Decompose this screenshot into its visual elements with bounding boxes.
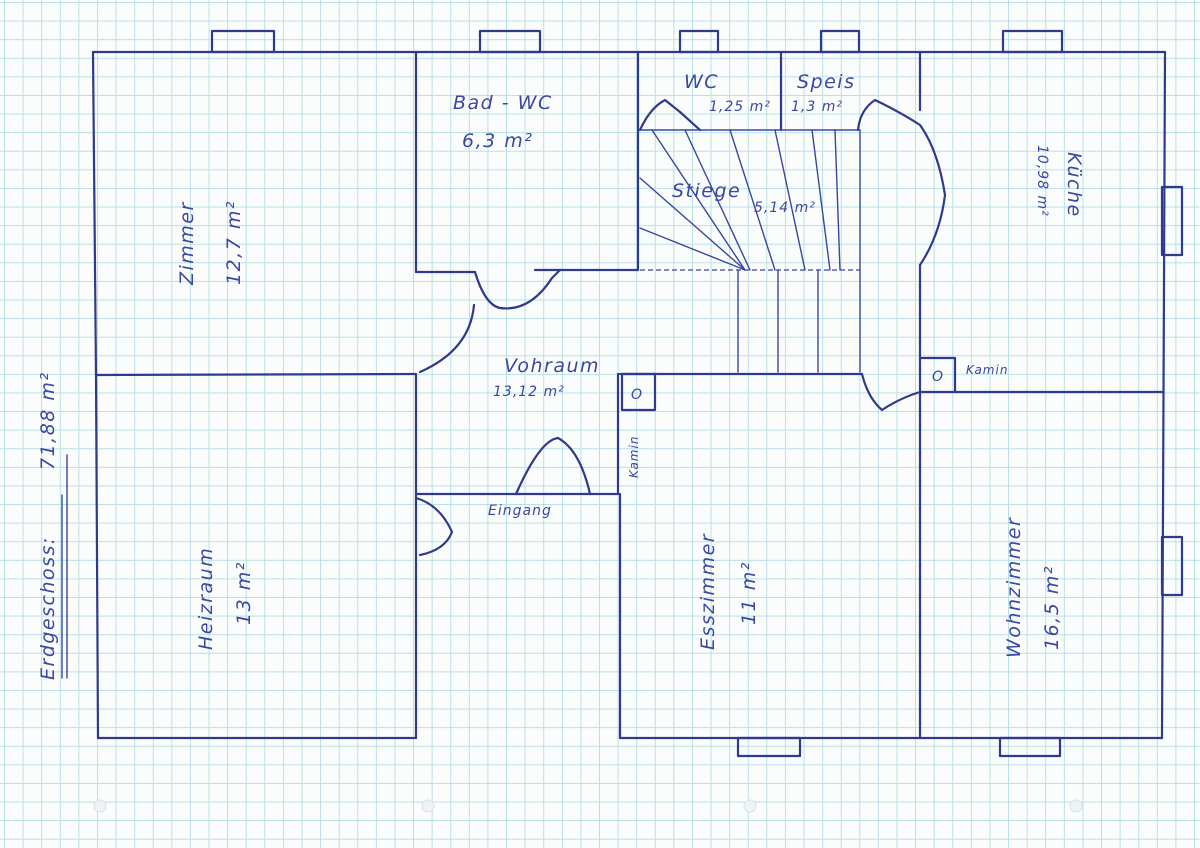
room-heizraum: Heizraum 13 m² (195, 547, 255, 650)
room-zimmer-name: Zimmer (176, 201, 198, 286)
room-kueche-area: 10,98 m² (1034, 145, 1050, 217)
room-speis-name: Speis (797, 71, 856, 93)
room-esszimmer-name: Esszimmer (697, 533, 719, 650)
room-speis-area: 1,3 m² (791, 99, 843, 115)
windows (210, 29, 1184, 758)
chimney-right: O (918, 356, 957, 394)
room-esszimmer: Esszimmer 11 m² (697, 533, 760, 650)
room-wohnzimmer-area: 16,5 m² (1041, 565, 1063, 650)
room-kueche-name: Küche (1063, 152, 1085, 218)
floor-title-text: Erdgeschoss: (37, 536, 59, 680)
svg-text:O: O (932, 369, 944, 385)
room-zimmer: Zimmer 12,7 m² (176, 200, 245, 286)
room-bad-wc: Bad - WC 6,3 m² (453, 92, 553, 152)
room-zimmer-area: 12,7 m² (223, 200, 245, 285)
room-heizraum-area: 13 m² (233, 561, 255, 625)
interior-walls (94, 50, 1164, 740)
svg-text:O: O (631, 387, 643, 403)
room-wohnzimmer-name: Wohnzimmer (1003, 517, 1025, 658)
chimney-left: O (620, 372, 657, 412)
room-esszimmer-area: 11 m² (738, 561, 760, 625)
room-bad-wc-area: 6,3 m² (462, 130, 533, 152)
room-wc-name: WC (684, 71, 719, 93)
label-kamin-right: Kamin (966, 363, 1008, 377)
room-wohnzimmer: Wohnzimmer 16,5 m² (1003, 517, 1063, 658)
room-stiege-name: Stiege (672, 180, 741, 202)
floor-title-area: 71,88 m² (37, 371, 59, 470)
room-vohraum-name: Vohraum (504, 355, 600, 377)
room-kueche: Küche 10,98 m² (1034, 145, 1085, 218)
room-bad-wc-name: Bad - WC (453, 92, 553, 114)
room-stiege: Stiege 5,14 m² (672, 180, 816, 216)
floor-title: Erdgeschoss: 71,88 m² (37, 371, 68, 680)
room-vohraum-area: 13,12 m² (493, 384, 565, 400)
room-heizraum-name: Heizraum (195, 547, 217, 650)
room-speis: Speis 1,3 m² (791, 71, 856, 115)
room-vohraum: Vohraum 13,12 m² (493, 355, 600, 400)
label-kamin-left: Kamin (627, 436, 641, 478)
label-eingang: Eingang (488, 503, 552, 519)
room-wc: WC 1,25 m² (684, 71, 771, 115)
staircase (639, 129, 861, 373)
room-wc-area: 1,25 m² (709, 99, 771, 115)
paper-holes (93, 799, 1083, 813)
door-swings (414, 98, 947, 557)
room-stiege-area: 5,14 m² (754, 200, 816, 216)
